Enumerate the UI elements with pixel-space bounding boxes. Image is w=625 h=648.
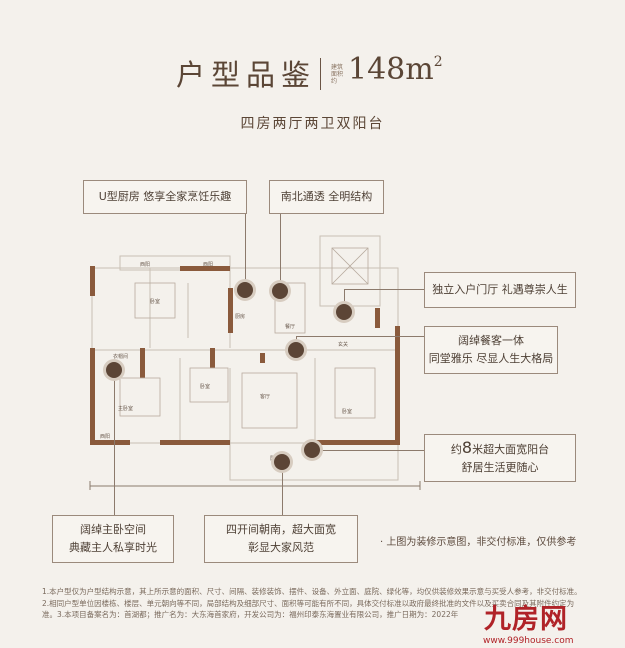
room-label: 厨房 <box>235 313 245 320</box>
area-value: 148m2 <box>348 52 443 87</box>
marker-living <box>288 342 304 358</box>
area-tag: 建筑面积约 <box>331 64 344 85</box>
watermark-url: www.999house.com <box>483 636 574 646</box>
callout-ventilation: 南北通透 全明结构 <box>269 180 384 214</box>
marker-kitchen <box>237 282 253 298</box>
floor-plan: 西阳 西阳 卧室 厨房 餐厅 玄关 衣帽间 主卧室 卧室 客厅 卧室 阳台 西阳 <box>80 228 425 490</box>
room-label: 玄关 <box>338 341 348 348</box>
room-label: 西阳 <box>140 261 150 268</box>
callout-text: 约8米超大面宽阳台 <box>450 438 550 457</box>
callout-living: 阔绰餐客一体 同堂雅乐 尽显人生大格局 <box>424 326 558 374</box>
page-title: 户型品鉴 <box>176 58 317 92</box>
watermark-logo: 九房网 <box>484 604 568 635</box>
callout-kitchen: U型厨房 悠享全家烹饪乐趣 <box>83 180 247 214</box>
room-label: 西阳 <box>203 261 213 268</box>
marker-entrance <box>336 304 352 320</box>
callout-entrance: 独立入户门厅 礼遇尊崇人生 <box>424 272 576 308</box>
marker-south <box>274 454 290 470</box>
marker-ventilation <box>272 283 288 299</box>
callout-text: 同堂雅乐 尽显人生大格局 <box>428 352 554 365</box>
callout-text: U型厨房 悠享全家烹饪乐趣 <box>98 190 232 203</box>
connector-south <box>282 462 283 516</box>
callout-text: 四开间朝南，超大面宽 <box>226 523 336 536</box>
callout-south: 四开间朝南，超大面宽 彰显大家风范 <box>204 515 358 563</box>
connector-balcony <box>312 450 424 451</box>
layout-subtitle: 四房两厅两卫双阳台 <box>240 116 385 132</box>
room-label: 主卧室 <box>118 405 133 412</box>
callout-balcony: 约8米超大面宽阳台 舒居生活更随心 <box>424 434 576 482</box>
room-label: 西阳 <box>100 433 110 440</box>
callout-text: 阔绰餐客一体 <box>458 334 524 347</box>
room-label: 衣帽间 <box>113 353 128 360</box>
marker-balcony <box>304 442 320 458</box>
room-label: 客厅 <box>260 393 270 400</box>
room-label: 卧室 <box>150 298 160 305</box>
title-divider <box>320 58 321 90</box>
connector-ventilation <box>280 212 281 292</box>
callout-text: 南北通透 全明结构 <box>280 190 373 203</box>
room-label: 餐厅 <box>285 323 295 330</box>
connector-entrance <box>344 289 424 290</box>
marker-master <box>106 362 122 378</box>
callout-text: 典藏主人私享时光 <box>69 541 157 554</box>
callout-text: 彰显大家风范 <box>248 541 314 554</box>
connector-master <box>114 370 115 515</box>
room-label: 卧室 <box>342 408 352 415</box>
disclaimer-note: · 上图为装修示意图，非交付标准，仅供参考 <box>380 537 577 548</box>
connector-kitchen <box>245 212 246 290</box>
connector-living <box>296 336 424 337</box>
callout-text: 独立入户门厅 礼遇尊崇人生 <box>432 283 568 296</box>
footnote: 1.本户型仅为户型结构示意，其上所示意的面积、尺寸、间隔、装修装饰、摆件、设备、… <box>42 587 582 619</box>
callout-text: 阔绰主卧空间 <box>80 523 146 536</box>
callout-master: 阔绰主卧空间 典藏主人私享时光 <box>52 515 174 563</box>
callout-text: 舒居生活更随心 <box>461 461 539 474</box>
room-label: 卧室 <box>200 383 210 390</box>
connector-entrance <box>344 289 345 313</box>
